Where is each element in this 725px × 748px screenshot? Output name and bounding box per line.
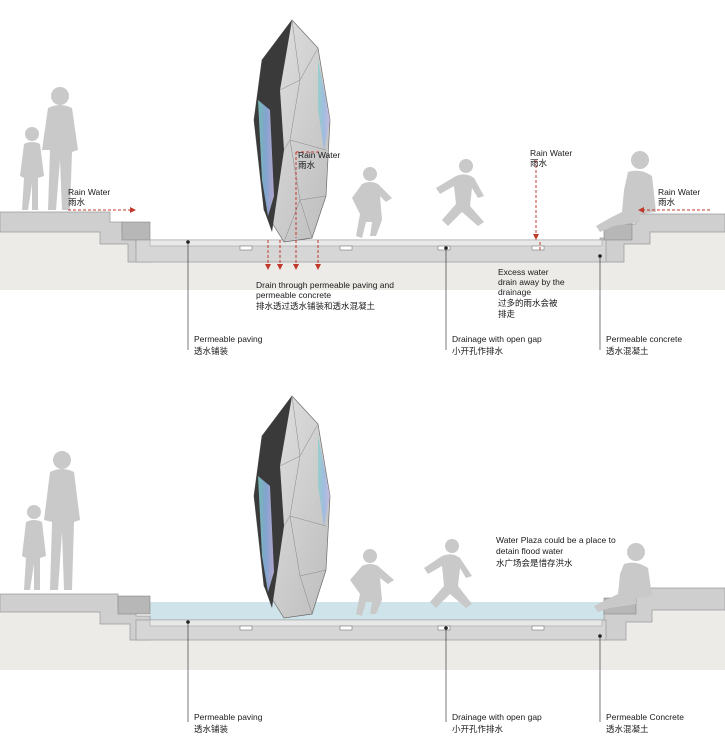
permeable-concrete-bottom-zh: 透水混凝土 — [606, 724, 649, 735]
plaza-surface-top — [149, 239, 603, 247]
leaders-bottom — [186, 620, 602, 722]
drainage-gap-bottom-label: Drainage with open gap — [452, 712, 542, 722]
drain-through-label-1: Drain through permeable paving and — [256, 280, 394, 290]
child-figure-top-right — [436, 159, 484, 226]
drainage-gap-top-label: Drainage with open gap — [452, 334, 542, 344]
child-figure-bottom-center — [350, 549, 394, 616]
left-bench-top — [121, 221, 151, 241]
rain-water-mid-label: Rain Water — [530, 148, 572, 158]
child-figure-top-left — [20, 127, 44, 210]
water-plaza-zh: 水广场会是惜存洪水 — [496, 558, 573, 569]
drain-through-zh: 排水透过透水铺装和透水混凝土 — [256, 301, 376, 312]
rain-water-right-label: Rain Water — [658, 187, 700, 197]
drainage-gap-top-zh: 小开孔作排水 — [452, 346, 504, 357]
rain-water-right-zh: 雨水 — [658, 197, 676, 208]
permeable-paving-top-zh: 透水铺装 — [194, 346, 229, 357]
drain-through-label-2: permeable concrete — [256, 290, 331, 300]
sculpture-bottom — [253, 395, 331, 619]
labels-top: Rain Water 雨水 Rain Water 雨水 Rain Water 雨… — [68, 148, 700, 357]
excess-water-label-1: Excess water — [498, 267, 549, 277]
rain-water-center-zh: 雨水 — [298, 160, 316, 171]
permeable-concrete-top-zh: 透水混凝土 — [606, 346, 649, 357]
permeable-paving-bottom-label: Permeable paving — [194, 712, 263, 722]
excess-water-zh-1: 过多的雨水会被 — [498, 298, 558, 309]
people-bottom — [22, 451, 652, 616]
permeable-paving-bottom-zh: 透水铺装 — [194, 724, 229, 735]
water-plaza-label-1: Water Plaza could be a place to — [496, 535, 616, 545]
people-top — [20, 87, 656, 238]
rain-arrows-top — [68, 151, 710, 270]
rain-water-left-zh: 雨水 — [68, 197, 86, 208]
water-plaza-label-2: detain flood water — [496, 546, 563, 556]
child-figure-bottom-right — [424, 539, 472, 608]
child-figure-bottom-left — [22, 505, 46, 590]
permeable-paving-top-label: Permeable paving — [194, 334, 263, 344]
permeable-concrete-bottom-label: Permeable Concrete — [606, 712, 684, 722]
drainage-gap-bottom-zh: 小开孔作排水 — [452, 724, 504, 735]
drain-gaps-bottom — [239, 625, 545, 631]
excess-water-zh-2: 排走 — [498, 309, 516, 320]
seated-figure-top-right — [596, 151, 656, 232]
excess-water-label-2: drain away by the — [498, 277, 565, 287]
plaza-surface-bottom — [149, 619, 603, 627]
child-figure-top-center — [352, 167, 392, 238]
rain-water-left-label: Rain Water — [68, 187, 110, 197]
adult-figure-bottom-left — [44, 451, 80, 590]
adult-figure-top-left — [42, 87, 78, 210]
rain-water-center-label: Rain Water — [298, 150, 340, 160]
rain-water-mid-zh: 雨水 — [530, 158, 548, 169]
sculpture-top — [253, 19, 331, 243]
drain-gaps-top — [239, 245, 545, 251]
left-bench-bottom — [117, 595, 151, 615]
ground-mass-top — [0, 212, 725, 290]
labels-bottom: Water Plaza could be a place to detain f… — [194, 535, 684, 735]
top-section — [0, 211, 725, 290]
seated-figure-bottom-right — [594, 543, 652, 612]
water-pool — [150, 602, 604, 622]
excess-water-label-3: drainage — [498, 287, 531, 297]
leaders-top — [186, 240, 602, 350]
permeable-concrete-top-label: Permeable concrete — [606, 334, 682, 344]
